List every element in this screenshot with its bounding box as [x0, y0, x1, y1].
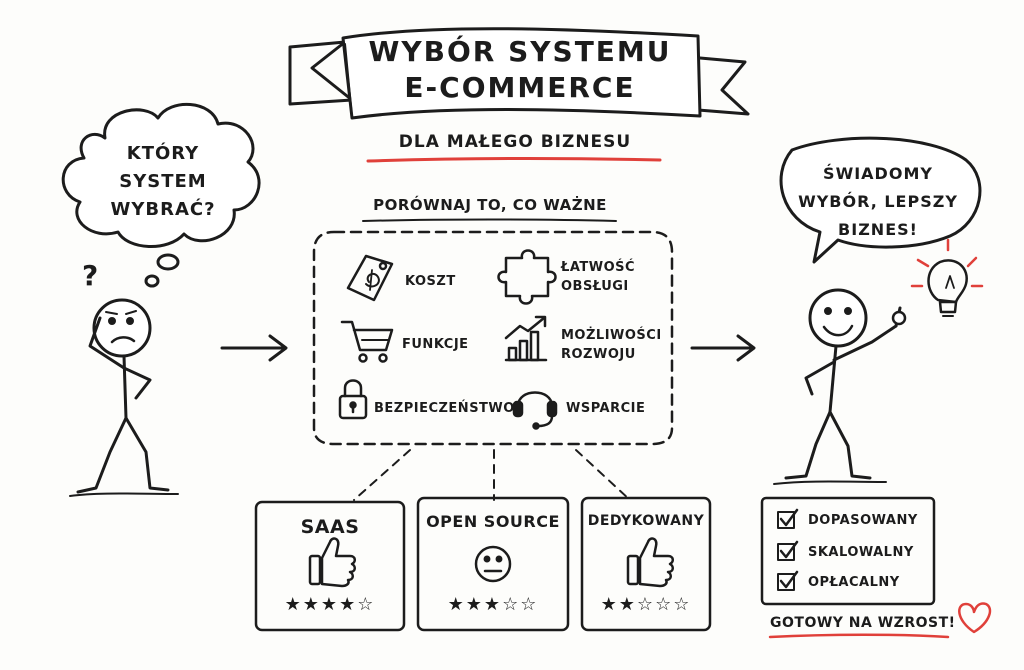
- price-tag-icon: [346, 254, 394, 302]
- thought-text: KTÓRY SYSTEM WYBRAĆ?: [110, 143, 216, 220]
- option-card-saas: [254, 500, 406, 632]
- checklist-item-cost-effective: OPŁACALNY: [808, 575, 900, 590]
- checklist-item-scalable: SKALOWALNY: [808, 545, 914, 560]
- option-name-dedicated: DEDYKOWANY: [587, 513, 705, 529]
- option-name-saas: SAAS: [300, 516, 360, 538]
- option-connectors: [353, 449, 631, 501]
- criterion-support: WSPARCIE: [566, 401, 646, 416]
- option-name-open-source: OPEN SOURCE: [426, 512, 560, 531]
- compare-heading: PORÓWNAJ TO, CO WAŻNE: [373, 196, 607, 214]
- criteria-box: [312, 230, 674, 446]
- option-card-dedicated: [580, 496, 712, 632]
- subtitle: DLA MAŁEGO BIZNESU: [398, 132, 632, 152]
- heart-icon: [958, 602, 992, 634]
- puzzle-icon: [497, 249, 557, 305]
- option-card-open-source: [416, 496, 570, 632]
- criterion-ease-of-use: ŁATWOŚĆ OBSŁUGI: [561, 260, 636, 294]
- arrow-to-result: [690, 334, 756, 362]
- checklist-item-fitted: DOPASOWANY: [808, 513, 918, 528]
- growth-chart-icon: [504, 315, 548, 362]
- question-mark: ?: [82, 259, 99, 292]
- speech-text: ŚWIADOMY WYBÓR, LEPSZY BIZNES!: [798, 164, 958, 239]
- thumbs-up-icon: [308, 537, 356, 588]
- subtitle-underline: [366, 157, 662, 163]
- lightbulb-icon: [910, 238, 984, 317]
- option-rating-open-source: ★★★☆☆: [447, 594, 539, 615]
- happy-person: [773, 288, 907, 485]
- speech-bubble: [779, 136, 982, 264]
- compare-underline: [362, 218, 617, 222]
- checklist-box: [760, 496, 936, 606]
- criterion-growth: MOŻLIWOŚCI ROZWOJU: [561, 328, 662, 362]
- neutral-face-icon: [474, 545, 512, 583]
- title-banner: [288, 27, 750, 120]
- headset-icon: [512, 391, 558, 430]
- footer-text: GOTOWY NA WZROST!: [770, 615, 956, 631]
- confused-person: [69, 298, 179, 497]
- thought-cloud: [61, 103, 261, 288]
- padlock-icon: [338, 379, 368, 420]
- title-line-2: E-COMMERCE: [404, 71, 636, 104]
- option-rating-saas: ★★★★☆: [284, 594, 376, 615]
- thumbs-up-icon: [626, 537, 674, 588]
- criterion-features: FUNKCJE: [402, 337, 469, 352]
- cart-icon: [340, 320, 394, 363]
- option-rating-dedicated: ★★☆☆☆: [600, 594, 692, 615]
- arrow-to-criteria: [220, 334, 288, 362]
- footer-underline: [768, 633, 950, 639]
- checkbox-icons: [777, 508, 799, 591]
- criterion-cost: KOSZT: [405, 274, 456, 289]
- criterion-security: BEZPIECZEŃSTWO: [374, 401, 515, 416]
- title-line-1: WYBÓR SYSTEMU: [368, 35, 672, 68]
